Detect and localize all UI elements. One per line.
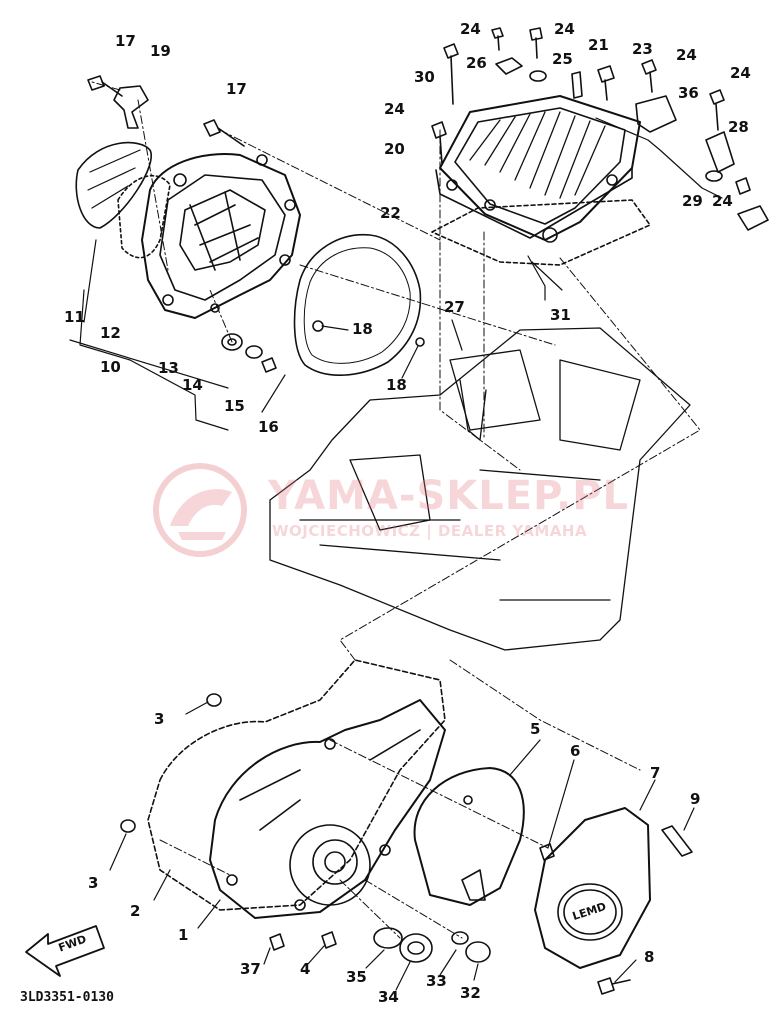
- callout-4: 4: [300, 960, 311, 978]
- callout-3-a: 3: [154, 710, 165, 728]
- callout-36: 36: [678, 84, 699, 102]
- callout-14: 14: [182, 376, 203, 394]
- watermark-subtitle: WOJCIECHOWICZ | DEALER YAMAHA: [272, 522, 588, 540]
- callout-25: 25: [552, 50, 573, 68]
- gasket-22: [431, 199, 651, 266]
- callout-30: 30: [414, 68, 435, 86]
- callout-24-b: 24: [554, 20, 575, 38]
- gasket-2: [147, 659, 446, 911]
- callout-24-d: 24: [730, 64, 751, 82]
- callout-brackets: [69, 117, 723, 431]
- callout-21: 21: [588, 36, 609, 54]
- callout-13: 13: [158, 359, 179, 377]
- callout-15: 15: [224, 397, 245, 415]
- callout-3-b: 3: [88, 874, 99, 892]
- watermark-title: YAMA-SKLEP.PL: [268, 473, 630, 519]
- leader-lines: [91, 81, 701, 939]
- gasket-12: [117, 175, 171, 259]
- callout-22: 22: [380, 204, 401, 222]
- callout-8: 8: [644, 948, 655, 966]
- number-leaders: [109, 319, 695, 991]
- parts-13-14-15: [221, 333, 277, 373]
- callout-28: 28: [728, 118, 749, 136]
- callout-9: 9: [690, 790, 701, 808]
- callout-5: 5: [530, 720, 541, 738]
- bolt-17-right: [203, 119, 245, 147]
- callout-29: 29: [682, 192, 703, 210]
- watermark-logo-icon: [153, 463, 247, 557]
- callout-27: 27: [444, 298, 465, 316]
- callout-6: 6: [570, 742, 581, 760]
- callout-24-a: 24: [460, 20, 481, 38]
- crankcase-cover-10: [141, 153, 301, 319]
- callout-7: 7: [650, 764, 661, 782]
- callout-33: 33: [426, 972, 447, 990]
- callout-20: 20: [384, 140, 405, 158]
- callout-24-c: 24: [676, 46, 697, 64]
- callout-18-b: 18: [386, 376, 407, 394]
- callout-23: 23: [632, 40, 653, 58]
- callout-32: 32: [460, 984, 481, 1002]
- drawing-code: 3LD3351-0130: [20, 990, 114, 1005]
- callout-18: 18: [352, 320, 373, 338]
- gasket-16: [293, 233, 425, 376]
- bolt-17-left: [87, 75, 123, 97]
- bolts-top-right: [431, 27, 769, 231]
- small-parts-lower: [269, 825, 693, 995]
- callout-17: 17: [115, 32, 136, 50]
- fwd-arrow: [25, 925, 105, 977]
- callout-10: 10: [100, 358, 121, 376]
- cover-7: [534, 807, 651, 969]
- cover-5: [413, 767, 525, 906]
- oil-pan-cover: [435, 95, 641, 243]
- callout-37: 37: [240, 960, 261, 978]
- callout-24-f: 24: [712, 192, 733, 210]
- callout-26: 26: [466, 54, 487, 72]
- callout-35: 35: [346, 968, 367, 986]
- crankcase-cover-1: [209, 699, 446, 919]
- callout-16: 16: [258, 418, 279, 436]
- gasket-11: [75, 141, 152, 229]
- callout-17-b: 17: [226, 80, 247, 98]
- callout-34: 34: [378, 988, 399, 1006]
- callout-12: 12: [100, 324, 121, 342]
- callout-2: 2: [130, 902, 141, 920]
- bracket-19: [113, 85, 149, 129]
- dowels-3: [120, 693, 222, 833]
- callout-11: 11: [64, 308, 85, 326]
- callout-24-e: 24: [384, 100, 405, 118]
- callout-1: 1: [178, 926, 189, 944]
- callout-31: 31: [550, 306, 571, 324]
- callout-19: 19: [150, 42, 171, 60]
